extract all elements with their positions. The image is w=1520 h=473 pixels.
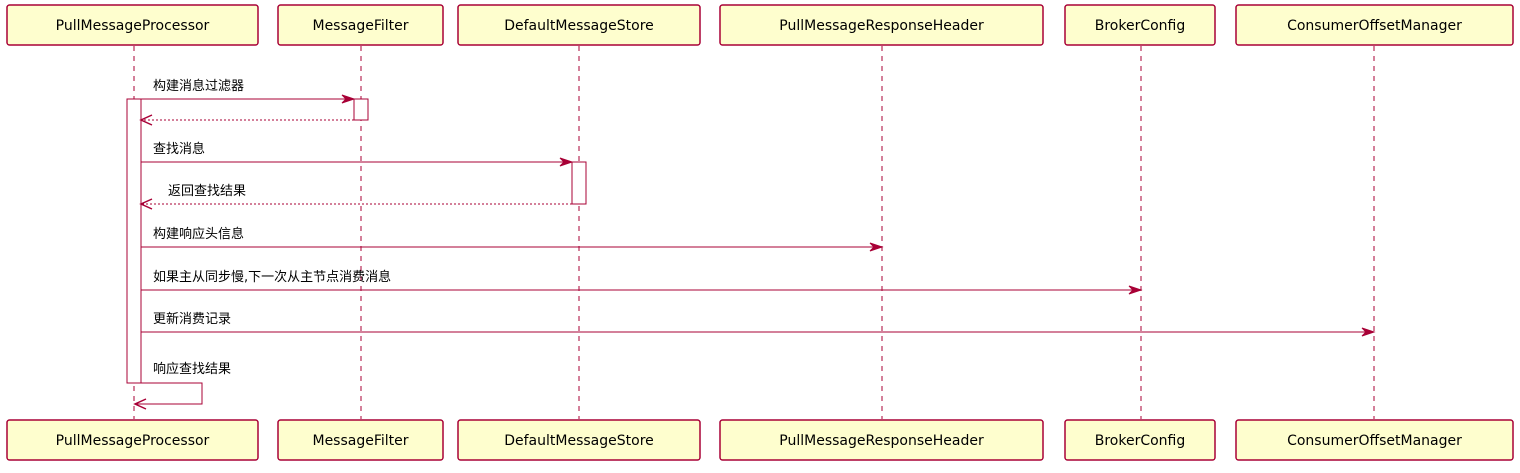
participant-bottom-p5: ConsumerOffsetManager bbox=[1235, 419, 1514, 461]
activation-bar-p1 bbox=[353, 98, 369, 121]
participant-bottom-p1: MessageFilter bbox=[277, 419, 444, 461]
participant-label: BrokerConfig bbox=[1095, 433, 1186, 449]
participant-top-p5: ConsumerOffsetManager bbox=[1235, 4, 1514, 46]
participant-label: MessageFilter bbox=[312, 18, 408, 34]
arrowhead bbox=[869, 242, 884, 252]
participant-bottom-p4: BrokerConfig bbox=[1064, 419, 1216, 461]
message-label: 更新消费记录 bbox=[153, 311, 231, 327]
participants-bottom: PullMessageProcessor MessageFilter Default… bbox=[6, 419, 1514, 461]
message-2: 查找消息 bbox=[141, 141, 574, 167]
message-3: 返回查找结果 bbox=[139, 184, 572, 210]
participant-label: ConsumerOffsetManager bbox=[1287, 433, 1462, 449]
message-label: 构建消息过滤器 bbox=[153, 78, 244, 94]
participant-top-p1: MessageFilter bbox=[277, 4, 444, 46]
participants-top: PullMessageProcessor MessageFilter Default… bbox=[6, 4, 1514, 46]
message-1 bbox=[139, 114, 354, 126]
participant-label: ConsumerOffsetManager bbox=[1287, 18, 1462, 34]
message-6: 更新消费记录 bbox=[141, 311, 1376, 337]
message-0: 构建消息过滤器 bbox=[141, 78, 356, 104]
participant-top-p0: PullMessageProcessor bbox=[6, 4, 259, 46]
participant-top-p4: BrokerConfig bbox=[1064, 4, 1216, 46]
arrowhead bbox=[1361, 327, 1376, 337]
participant-label: PullMessageProcessor bbox=[56, 433, 210, 449]
message-7: 响应查找结果 bbox=[133, 361, 231, 410]
participant-label: DefaultMessageStore bbox=[504, 18, 654, 34]
message-label: 响应查找结果 bbox=[153, 361, 231, 377]
message-line bbox=[135, 382, 203, 405]
message-4: 构建响应头信息 bbox=[141, 226, 884, 252]
arrowhead bbox=[139, 198, 153, 210]
participant-label: PullMessageResponseHeader bbox=[779, 433, 984, 449]
activation-bar-p0 bbox=[126, 98, 142, 384]
participant-label: BrokerConfig bbox=[1095, 18, 1186, 34]
arrowhead bbox=[341, 94, 356, 104]
message-label: 返回查找结果 bbox=[168, 184, 246, 199]
arrowhead bbox=[139, 114, 153, 126]
message-label: 构建响应头信息 bbox=[153, 226, 244, 242]
messages: 构建消息过滤器查找消息返回查找结果构建响应头信息如果主从同步慢,下一次从主节点消… bbox=[133, 78, 1376, 410]
activation-bars bbox=[126, 98, 587, 384]
arrowhead bbox=[1128, 285, 1143, 295]
message-5: 如果主从同步慢,下一次从主节点消费消息 bbox=[141, 269, 1143, 295]
participant-bottom-p0: PullMessageProcessor bbox=[6, 419, 259, 461]
participant-label: PullMessageProcessor bbox=[56, 18, 210, 34]
message-label: 如果主从同步慢,下一次从主节点消费消息 bbox=[153, 269, 391, 285]
participant-top-p2: DefaultMessageStore bbox=[457, 4, 701, 46]
participant-top-p3: PullMessageResponseHeader bbox=[719, 4, 1044, 46]
participant-label: MessageFilter bbox=[312, 433, 408, 449]
arrowhead bbox=[559, 157, 574, 167]
message-label: 查找消息 bbox=[153, 141, 205, 157]
lifelines bbox=[133, 46, 1375, 419]
activation-bar-p2 bbox=[571, 161, 587, 205]
participant-label: PullMessageResponseHeader bbox=[779, 18, 984, 34]
participant-bottom-p3: PullMessageResponseHeader bbox=[719, 419, 1044, 461]
arrowhead bbox=[133, 398, 147, 410]
participant-bottom-p2: DefaultMessageStore bbox=[457, 419, 701, 461]
participant-label: DefaultMessageStore bbox=[504, 433, 654, 449]
